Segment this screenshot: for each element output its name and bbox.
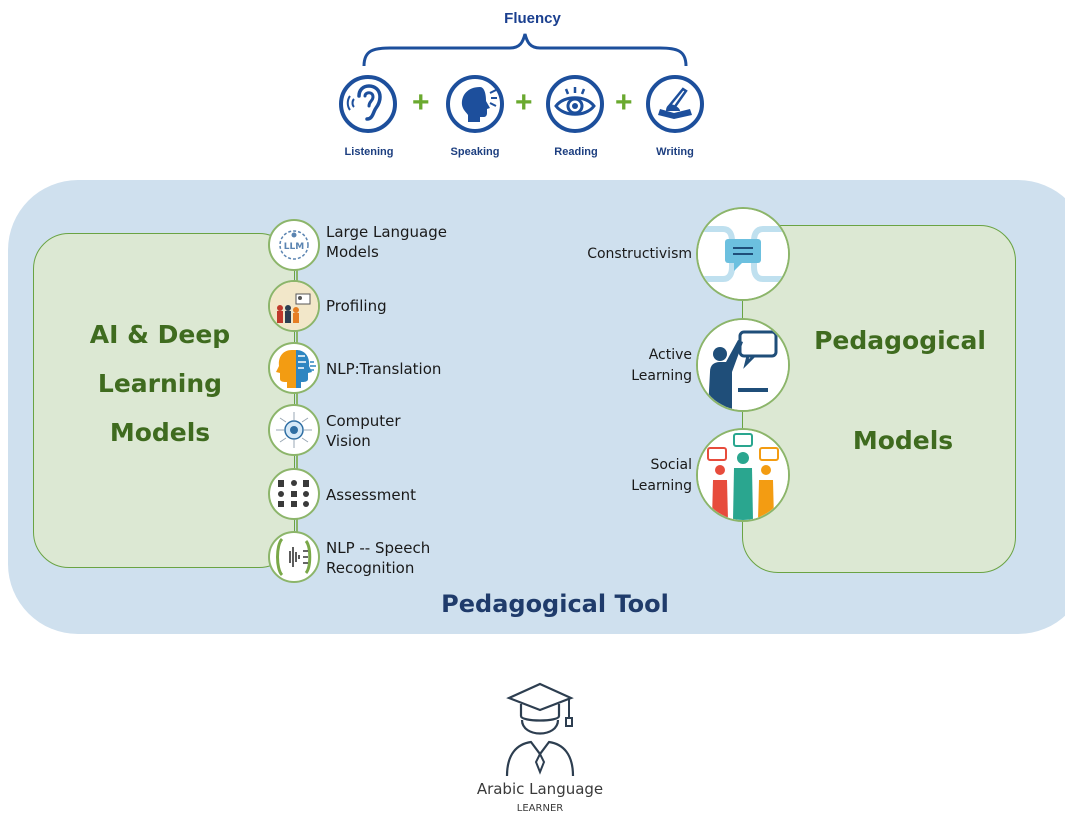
llm-icon: LLM — [279, 230, 309, 260]
node-llm: LLM — [268, 219, 320, 271]
node-speech-recognition — [268, 531, 320, 583]
fluency-title: Fluency — [504, 10, 561, 27]
learner-name: Arabic Language — [476, 780, 604, 798]
constructivism-icon — [698, 209, 788, 299]
writing-hand-icon — [658, 87, 692, 119]
label-active-learning: Active Learning — [631, 347, 692, 384]
skill-label-speaking: Speaking — [450, 146, 500, 158]
learner-role: LEARNER — [516, 803, 564, 814]
label-translation: NLP:Translation — [326, 360, 442, 378]
skill-reading — [546, 75, 604, 133]
pedagogical-models-box — [742, 225, 1016, 573]
pedagogical-tool-title: Pedagogical Tool — [441, 590, 669, 618]
plus-3: + — [615, 86, 633, 119]
profiling-icon — [270, 282, 318, 330]
ear-icon — [346, 84, 382, 121]
social-learning-icon — [698, 430, 788, 520]
assessment-icon — [278, 480, 309, 507]
skill-label-writing: Writing — [656, 146, 694, 158]
node-social-learning — [696, 428, 790, 522]
skill-speaking — [446, 75, 504, 133]
skill-writing — [646, 75, 704, 133]
skill-label-listening: Listening — [344, 146, 394, 158]
node-computer-vision — [268, 404, 320, 456]
node-constructivism — [696, 207, 790, 301]
node-active-learning — [696, 318, 790, 412]
label-constructivism: Constructivism — [587, 246, 692, 262]
label-llm: Large Language Models — [326, 223, 447, 261]
plus-2: + — [515, 86, 533, 119]
eye-icon — [554, 87, 596, 116]
pedagogical-models-title-2: Models — [852, 426, 954, 455]
speech-recognition-icon — [276, 537, 312, 577]
ai-models-box — [33, 233, 295, 568]
plus-1: + — [412, 86, 430, 119]
translation-icon — [276, 350, 316, 388]
label-assessment: Assessment — [326, 486, 416, 504]
label-computer-vision: Computer Vision — [326, 412, 401, 450]
svg-text:LLM: LLM — [284, 242, 304, 252]
skill-label-reading: Reading — [554, 146, 598, 158]
node-profiling — [268, 280, 320, 332]
label-speech-recognition: NLP -- Speech Recognition — [326, 539, 431, 577]
computer-vision-icon — [276, 412, 312, 448]
pedagogical-models-title-1: Pedagogical — [814, 326, 986, 355]
speaking-head-icon — [461, 87, 497, 122]
label-social-learning: Social Learning — [631, 457, 692, 494]
label-profiling: Profiling — [326, 297, 387, 315]
node-translation — [268, 342, 320, 394]
ai-models-title: AI & Deep Learning Models — [89, 320, 231, 447]
node-assessment — [268, 468, 320, 520]
fluency-brace — [362, 33, 688, 67]
skill-listening — [339, 75, 397, 133]
active-learning-icon — [698, 320, 788, 410]
graduate-student-icon — [505, 682, 575, 777]
